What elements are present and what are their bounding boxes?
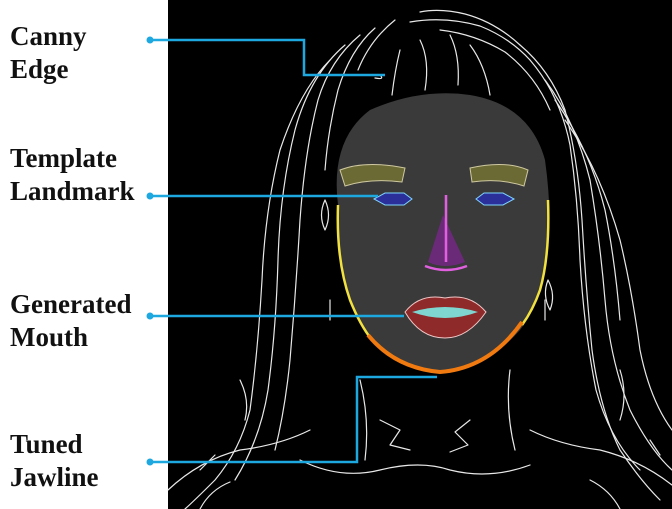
- leader-dot-template-landmark: [147, 193, 154, 200]
- leader-dot-tuned-jawline: [147, 459, 154, 466]
- leader-dot-generated-mouth: [147, 313, 154, 320]
- leader-dot-canny-edge: [147, 37, 154, 44]
- leader-dots: [147, 37, 154, 466]
